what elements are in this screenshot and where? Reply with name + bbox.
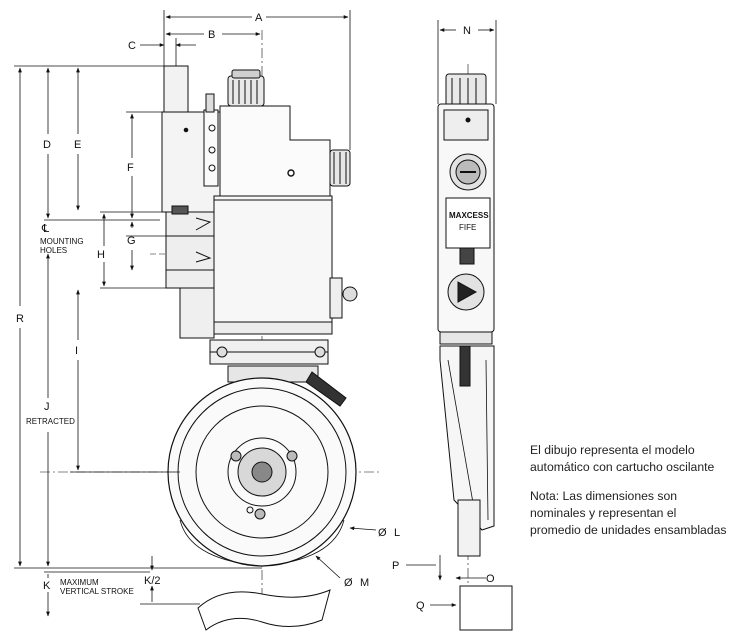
diameter-symbol-l: Ø	[378, 527, 387, 539]
notes-panel: El dibujo representa el modelo automátic…	[530, 442, 728, 551]
dimension-text: A B C D E F G H I J K K/2 R Ø L Ø M N O …	[16, 12, 495, 612]
dim-label-j: J	[44, 401, 50, 413]
model-note: El dibujo representa el modelo automátic…	[530, 443, 715, 474]
dim-label-a: A	[255, 12, 263, 24]
dim-label-n: N	[463, 25, 471, 37]
side-view	[40, 30, 380, 631]
dim-label-e: E	[74, 139, 81, 151]
dim-label-r: R	[16, 313, 24, 325]
dim-label-i: I	[75, 345, 78, 357]
dim-label-f: F	[127, 162, 134, 174]
dim-label-k2: K/2	[144, 575, 161, 587]
dim-label-h: H	[97, 249, 105, 261]
dim-label-d: D	[43, 139, 51, 151]
dim-label-p: P	[392, 560, 399, 572]
dim-label-b: B	[208, 29, 215, 41]
dim-label-c: C	[128, 40, 136, 52]
side-dimensions	[14, 10, 377, 617]
dim-label-o: O	[486, 573, 495, 585]
mounting-holes-label-1: MOUNTING	[40, 237, 84, 246]
front-view	[437, 64, 513, 631]
brand-label: MAXCESS	[449, 211, 489, 220]
max-stroke-label-1: MAXIMUM	[60, 578, 99, 587]
max-stroke-label-2: VERTICAL STROKE	[60, 587, 134, 596]
front-dimensions	[406, 20, 497, 630]
dim-label-l: L	[394, 527, 400, 539]
mounting-holes-label-2: HOLES	[40, 246, 67, 255]
diameter-symbol-m: Ø	[344, 577, 353, 589]
dim-label-m: M	[360, 577, 369, 589]
dim-label-g: G	[127, 235, 136, 247]
dim-label-q: Q	[416, 600, 425, 612]
badge-label: FIFE	[459, 223, 476, 232]
dimension-note: Nota: Las dimensiones son nominales y re…	[530, 489, 727, 537]
dim-label-k: K	[43, 580, 51, 592]
retracted-label: RETRACTED	[26, 417, 75, 426]
centerline-symbol: ℄	[41, 223, 49, 235]
